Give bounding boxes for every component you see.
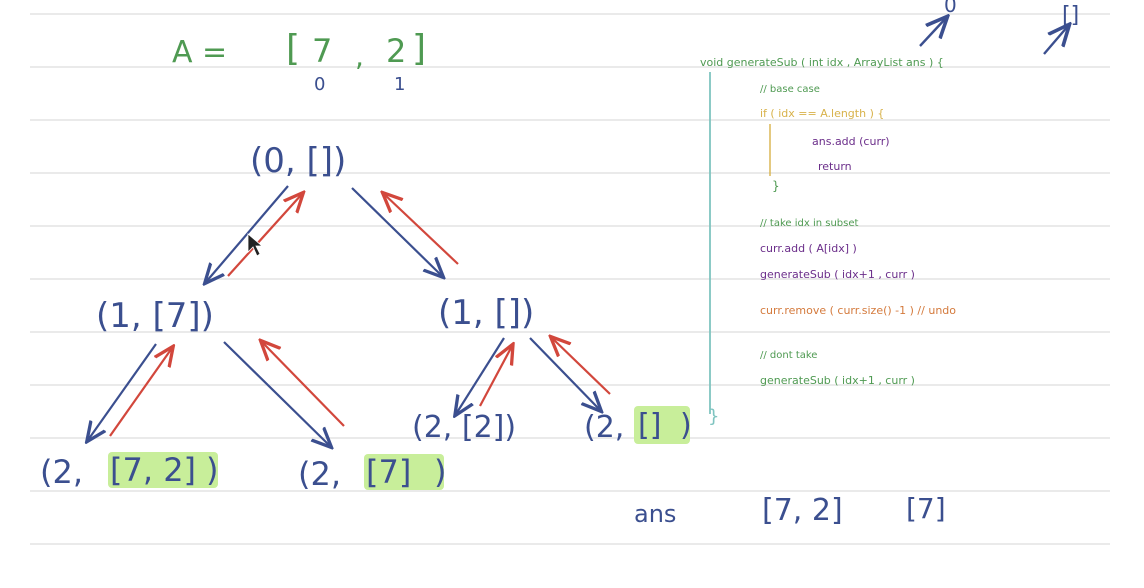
arrow-call-left-lr [223, 341, 330, 446]
array-label: A = [172, 35, 227, 70]
code-if-close: } [772, 179, 780, 193]
mouse-cursor-icon [247, 233, 264, 257]
arrow-annotation-idx [919, 18, 946, 47]
highlight-lr [364, 454, 444, 490]
arrow-annotation-ans [1043, 26, 1068, 55]
arrow-call-root-left [206, 185, 289, 282]
highlight-rr [634, 406, 690, 444]
code-signature: void generateSub ( int idx , ArrayList a… [700, 56, 944, 69]
arrow-return-rr-right [552, 338, 611, 395]
code-curr-remove: curr.remove ( curr.size() -1 ) // undo [760, 304, 956, 317]
arrow-call-right-rr [529, 337, 600, 410]
highlights [108, 406, 690, 490]
node-leaf-ll-subset: [7, 2] [110, 451, 196, 489]
arrow-call-root-right [351, 187, 442, 276]
top-annotations: 0 [] [919, 0, 1079, 55]
code-comment-take: // take idx in subset [760, 218, 859, 229]
recursion-tree: (0, []) (1, [7]) (1, []) (2, [7, 2] ) (2… [40, 141, 692, 493]
arrow-return-ll-left [109, 348, 172, 437]
answer-subset-1: [7, 2] [762, 493, 843, 528]
return-arrows [109, 194, 611, 437]
node-leaf-rr-prefix: (2, [584, 410, 624, 445]
node-leaf-rl: (2, [2]) [412, 410, 516, 445]
answer-subset-2: [7] [906, 492, 946, 525]
arrow-return-right-root [384, 194, 459, 265]
array-index-0: 0 [314, 74, 325, 95]
arrow-return-lr-left [262, 342, 345, 427]
code-recurse-skip: generateSub ( idx+1 , curr ) [760, 374, 915, 387]
array-value-1: 2 [386, 32, 406, 70]
code-comment-dont-take: // dont take [760, 350, 817, 361]
array-open-bracket: [ [286, 28, 300, 69]
node-leaf-rr-suffix: ) [680, 408, 692, 443]
node-leaf-ll-suffix: ) [206, 451, 218, 489]
arrow-call-left-ll [88, 343, 157, 440]
node-left-1: (1, [7]) [96, 296, 214, 336]
answer-label: ans [634, 500, 676, 528]
answer-row: ans [7, 2] [7] [634, 492, 946, 528]
code-if-base: if ( idx == A.length ) { [760, 107, 884, 120]
arrow-return-rl-right [479, 346, 512, 407]
array-value-0: 7 [312, 32, 332, 70]
node-leaf-rr-subset: [] [638, 408, 661, 443]
node-leaf-lr-prefix: (2, [298, 455, 341, 493]
code-close-brace: } [708, 406, 719, 427]
code-return: return [818, 160, 852, 173]
arrow-return-left-root [227, 194, 302, 277]
code-recurse-take: generateSub ( idx+1 , curr ) [760, 268, 915, 281]
code-curr-add: curr.add ( A[idx] ) [760, 242, 857, 255]
array-definition: A = [ 7 , 2 ] 0 1 [172, 28, 426, 95]
code-ans-add: ans.add (curr) [812, 135, 890, 148]
code-block: } void generateSub ( int idx , ArrayList… [700, 56, 956, 427]
node-leaf-lr-suffix: ) [434, 453, 446, 491]
highlight-ll [108, 452, 218, 488]
node-leaf-ll-prefix: (2, [40, 453, 83, 491]
node-root: (0, []) [250, 141, 346, 181]
array-index-1: 1 [394, 74, 405, 95]
annotation-idx-value: 0 [944, 0, 957, 17]
array-close-bracket: ] [412, 28, 426, 69]
node-leaf-lr-subset: [7] [366, 453, 411, 491]
array-comma: , [355, 40, 364, 73]
annotation-ans-value: [] [1062, 3, 1079, 28]
node-right-1: (1, []) [438, 293, 534, 333]
code-comment-base-case: // base case [760, 84, 820, 95]
